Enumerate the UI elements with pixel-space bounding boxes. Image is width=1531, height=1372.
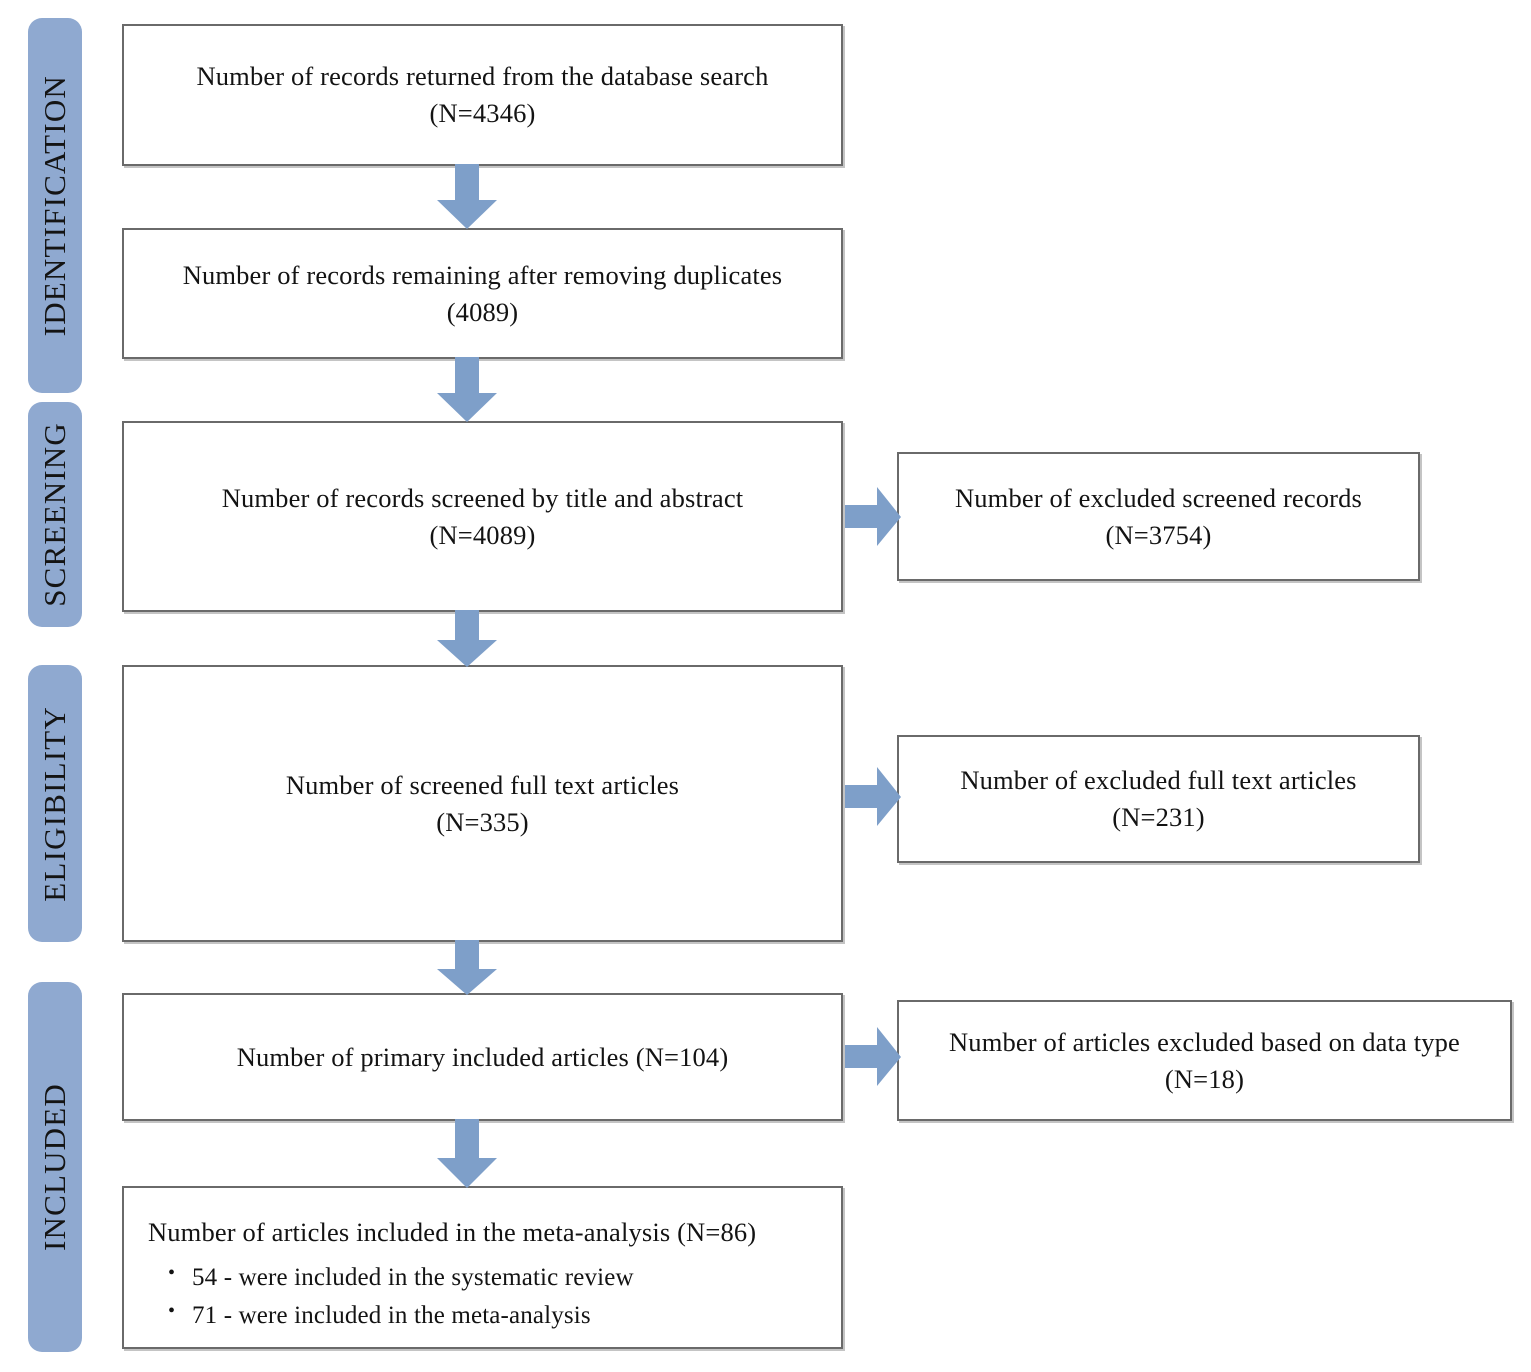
box-records-returned-line1: Number of records returned from the data… xyxy=(196,61,769,92)
box-records-returned-text: Number of records returned from the data… xyxy=(183,58,783,131)
box-excluded-screened-records-line1: Number of excluded screened records xyxy=(955,482,1362,513)
box-excluded-data-type-line1: Number of articles excluded based on dat… xyxy=(949,1026,1460,1057)
stage-tab-screening[interactable]: SCREENING xyxy=(28,402,82,627)
arrow-down-icon xyxy=(436,940,498,996)
arrow-right-icon xyxy=(845,1026,902,1088)
stage-tab-screening-label: SCREENING xyxy=(37,422,72,607)
box-records-screened-line1: Number of records screened by title and … xyxy=(221,482,744,513)
box-excluded-data-type-line2: (N=18) xyxy=(1164,1063,1245,1094)
box-excluded-data-type-text: Number of articles excluded based on dat… xyxy=(935,1024,1474,1097)
box-excluded-screened-records-text: Number of excluded screened records (N=3… xyxy=(941,480,1376,553)
arrow-down-icon xyxy=(436,610,498,668)
arrow-down-icon xyxy=(436,164,498,230)
stage-tab-identification-label: IDENTIFICATION xyxy=(37,74,72,337)
box-full-text-screened: Number of screened full text articles (N… xyxy=(122,665,843,942)
box-records-screened-text: Number of records screened by title and … xyxy=(208,480,758,553)
box-full-text-screened-line2: (N=335) xyxy=(436,806,529,837)
box-primary-included-text: Number of primary included articles (N=1… xyxy=(223,1039,743,1076)
box-records-after-duplicates: Number of records remaining after removi… xyxy=(122,228,843,359)
arrow-down-icon xyxy=(436,357,498,423)
box-meta-analysis-included-text: Number of articles included in the meta-… xyxy=(124,1188,768,1336)
arrow-right-icon xyxy=(845,486,902,548)
box-records-after-duplicates-line1: Number of records remaining after removi… xyxy=(182,259,783,290)
meta-analysis-bullet-list: 54 - were included in the systematic rev… xyxy=(148,1258,756,1337)
stage-tab-eligibility-label: ELIGIBILITY xyxy=(37,705,72,902)
list-item: 54 - were included in the systematic rev… xyxy=(168,1258,756,1298)
box-full-text-screened-line1: Number of screened full text articles xyxy=(285,769,680,800)
box-primary-included-line1: Number of primary included articles (N=1… xyxy=(236,1041,729,1072)
box-meta-analysis-heading: Number of articles included in the meta-… xyxy=(148,1217,757,1247)
box-excluded-screened-records-line2: (N=3754) xyxy=(1105,519,1212,550)
box-records-after-duplicates-text: Number of records remaining after removi… xyxy=(169,257,797,330)
box-records-screened-line2: (N=4089) xyxy=(429,519,536,550)
box-records-returned: Number of records returned from the data… xyxy=(122,24,843,166)
box-excluded-data-type: Number of articles excluded based on dat… xyxy=(897,1000,1512,1121)
stage-tab-eligibility[interactable]: ELIGIBILITY xyxy=(28,665,82,942)
box-excluded-full-text: Number of excluded full text articles (N… xyxy=(897,735,1420,863)
box-primary-included: Number of primary included articles (N=1… xyxy=(122,993,843,1121)
arrow-right-icon xyxy=(845,766,902,828)
list-item: 71 - were included in the meta-analysis xyxy=(168,1296,756,1336)
stage-tab-included-label: INCLUDED xyxy=(37,1082,72,1252)
stage-tab-included[interactable]: INCLUDED xyxy=(28,982,82,1352)
stage-tab-identification[interactable]: IDENTIFICATION xyxy=(28,18,82,393)
box-meta-analysis-included: Number of articles included in the meta-… xyxy=(122,1186,843,1349)
box-records-screened: Number of records screened by title and … xyxy=(122,421,843,612)
box-records-returned-line2: (N=4346) xyxy=(429,98,536,128)
arrow-down-icon xyxy=(436,1119,498,1189)
box-excluded-full-text-line1: Number of excluded full text articles xyxy=(960,765,1357,796)
box-excluded-screened-records: Number of excluded screened records (N=3… xyxy=(897,452,1420,581)
box-records-after-duplicates-line2: (4089) xyxy=(446,296,519,327)
box-excluded-full-text-text: Number of excluded full text articles (N… xyxy=(946,762,1370,835)
box-full-text-screened-text: Number of screened full text articles (N… xyxy=(272,767,693,840)
box-excluded-full-text-line2: (N=231) xyxy=(1112,802,1205,832)
